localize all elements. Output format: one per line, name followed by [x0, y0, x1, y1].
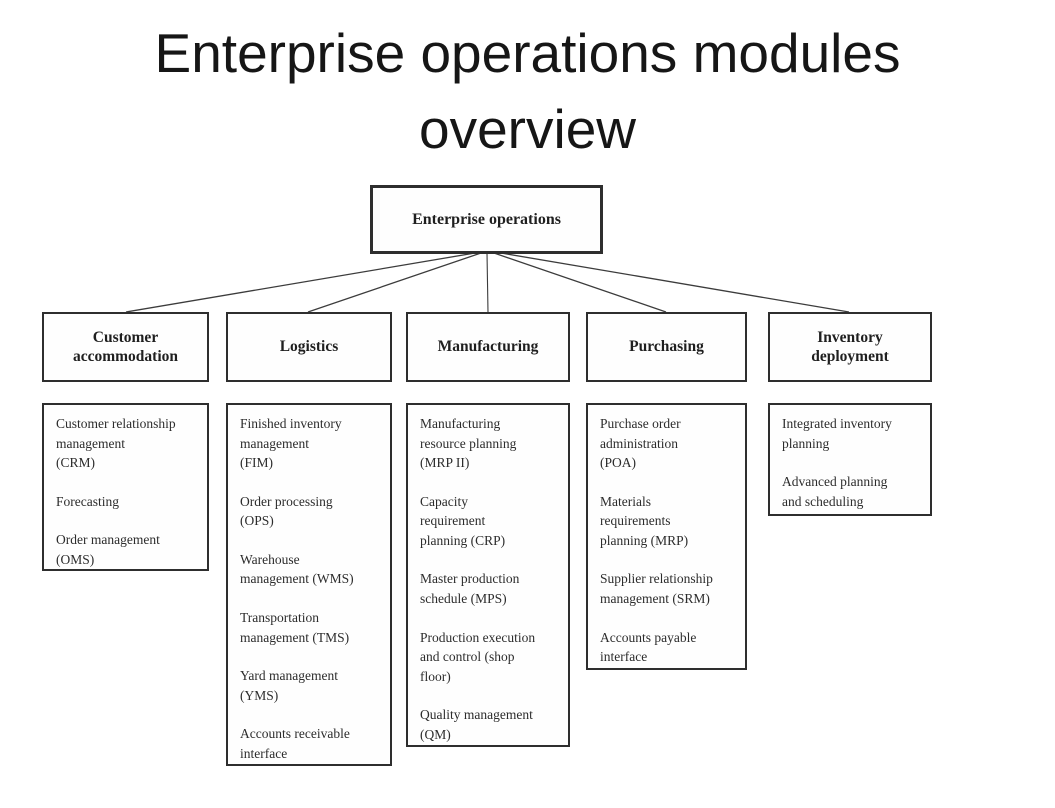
module-item: Master production schedule (MPS) — [420, 571, 520, 606]
module-item: Finished inventory management (FIM) — [240, 416, 342, 471]
module-item: Order management (OMS) — [56, 532, 160, 567]
node-enterprise-operations: Enterprise operations — [370, 185, 603, 254]
module-item: Capacity requirement planning (CRP) — [420, 493, 506, 548]
module-item: Manufacturing resource planning (MRP II) — [420, 416, 517, 471]
node-customer-accommodation-label: Customer accommodation — [72, 328, 179, 365]
node-logistics-label: Logistics — [279, 338, 339, 356]
node-customer-accommodation: Customer accommodation — [42, 312, 209, 382]
module-item: Materials requirements planning (MRP) — [600, 493, 689, 548]
detail-box-purchasing: Purchase order administration (POA) Mate… — [586, 403, 747, 670]
module-item: Customer relationship management (CRM) — [56, 416, 176, 471]
module-item: Quality management (QM) — [420, 707, 533, 742]
module-item: Accounts receivable interface — [240, 726, 350, 761]
node-purchasing: Purchasing — [586, 312, 747, 382]
node-logistics: Logistics — [226, 312, 392, 382]
node-manufacturing: Manufacturing — [406, 312, 570, 382]
module-item: Production execution and control (shop f… — [420, 629, 536, 684]
detail-box-inventory-deployment: Integrated inventory planning Advanced p… — [768, 403, 932, 516]
module-item: Purchase order administration (POA) — [600, 416, 681, 471]
node-inventory-deployment-label: Inventory deployment — [811, 328, 889, 365]
node-purchasing-label: Purchasing — [629, 338, 704, 356]
node-enterprise-operations-label: Enterprise operations — [412, 210, 561, 228]
detail-box-manufacturing: Manufacturing resource planning (MRP II)… — [406, 403, 570, 747]
module-item: Forecasting — [56, 493, 119, 509]
detail-box-customer-accommodation: Customer relationship management (CRM) F… — [42, 403, 209, 571]
module-item: Transportation management (TMS) — [240, 609, 350, 645]
module-item: Warehouse management (WMS) — [240, 551, 354, 587]
module-item: Advanced planning and scheduling — [782, 474, 888, 509]
module-item: Integrated inventory planning — [782, 416, 892, 451]
module-item: Accounts payable interface — [600, 629, 697, 665]
module-item: Supplier relationship management (SRM) — [600, 571, 713, 606]
module-item: Yard management (YMS) — [240, 668, 338, 703]
page-title: Enterprise operations modules overview — [154, 22, 901, 160]
detail-box-logistics: Finished inventory management (FIM) Orde… — [226, 403, 392, 766]
node-manufacturing-label: Manufacturing — [437, 338, 539, 356]
module-item: Order processing (OPS) — [240, 493, 333, 529]
node-inventory-deployment: Inventory deployment — [768, 312, 932, 382]
